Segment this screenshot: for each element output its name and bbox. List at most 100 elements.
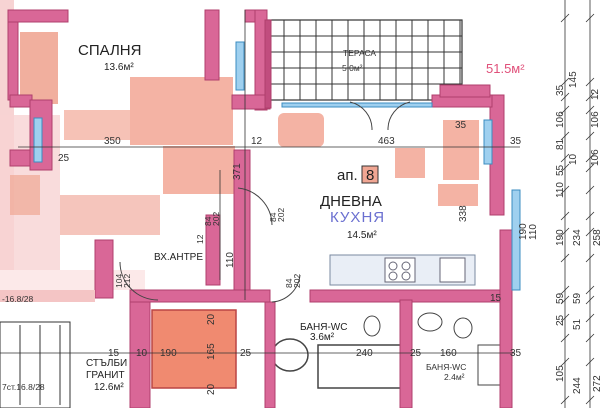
right-dim-106-b: 106 — [590, 111, 601, 128]
dim-35-right: 35 — [510, 136, 522, 147]
dimension-tick — [560, 153, 570, 163]
terrace-floor-grid — [267, 19, 463, 101]
dimension-tick — [560, 131, 570, 141]
dim-160: 160 — [440, 348, 457, 359]
right-dim-59-a: 59 — [555, 292, 566, 304]
dim-15: 15 — [490, 293, 502, 304]
dimension-tick — [560, 357, 570, 367]
bath-main-name: БАНЯ-WC — [300, 322, 347, 333]
neighbor-level-bottom: 7ст.16.8/28 — [2, 382, 45, 392]
door-84-c: 84 — [284, 278, 294, 288]
door-212: 212 — [122, 274, 132, 288]
door-12: 12 — [195, 234, 205, 244]
right-dim-105: 105 — [555, 365, 566, 382]
dimension-tick — [560, 253, 570, 263]
neighbor-level-top: -16.8/28 — [2, 294, 33, 304]
bedroom-furniture — [20, 32, 235, 194]
dim-10: 10 — [136, 348, 148, 359]
living-furniture — [278, 113, 479, 286]
kitchen-name: КУХНЯ — [330, 209, 385, 226]
terrace-area: 5.0м² — [342, 63, 363, 73]
right-dim-12: 12 — [590, 88, 601, 100]
dim-15-stairs: 15 — [108, 348, 120, 359]
dim-20-a: 20 — [206, 313, 217, 325]
right-dim-258: 258 — [592, 229, 603, 246]
dimension-tick — [560, 313, 570, 323]
right-dim-106-a: 106 — [555, 111, 566, 128]
bathroom-fixtures — [271, 312, 503, 389]
dimension-tick — [585, 395, 595, 405]
dim-110: 110 — [225, 252, 236, 268]
dimension-tick — [585, 295, 595, 305]
right-dim-10: 10 — [568, 153, 579, 165]
dimension-tick — [560, 227, 570, 237]
right-dimension-ticks — [560, 13, 595, 405]
dimension-tick — [560, 163, 570, 173]
dimension-tick — [585, 253, 595, 263]
neighbor-apartment-left — [0, 0, 160, 290]
right-dim-106-c: 106 — [590, 149, 601, 166]
dim-190: 190 — [160, 348, 177, 359]
walls — [0, 9, 513, 408]
bath-small-area: 2.4м² — [444, 372, 465, 382]
dim-338: 338 — [458, 205, 469, 222]
right-dim-51: 51 — [572, 318, 583, 330]
dimension-tick — [585, 92, 595, 102]
stairs-area: 12.6м² — [94, 382, 124, 393]
dimension-tick — [560, 105, 570, 115]
dim-20-b: 20 — [206, 383, 217, 395]
bedroom-area: 13.6м² — [104, 62, 134, 73]
door-84-b: 84 — [268, 212, 278, 222]
dim-35-bottom: 35 — [510, 348, 522, 359]
right-dim-35: 35 — [555, 84, 566, 96]
dimension-tick — [560, 92, 570, 102]
dimension-tick — [560, 77, 570, 87]
right-dim-145: 145 — [568, 71, 579, 88]
stairs-hatch — [0, 309, 237, 408]
terrace-name: ТЕРАСА — [343, 48, 376, 58]
dim-110-kitchen: 110 — [528, 224, 539, 240]
dim-165: 165 — [206, 343, 217, 360]
right-dim-110: 110 — [555, 182, 566, 198]
dimension-tick — [560, 395, 570, 405]
dim-350: 350 — [104, 136, 121, 147]
dimension-tick — [585, 211, 595, 221]
dim-25-left: 25 — [58, 153, 70, 164]
right-dim-25: 25 — [555, 314, 566, 326]
dim-371: 371 — [232, 163, 243, 180]
dimension-tick — [585, 333, 595, 343]
right-dim-272: 272 — [592, 375, 603, 392]
door-202-b: 202 — [276, 208, 286, 222]
dim-463: 463 — [378, 136, 395, 147]
dimension-tick — [560, 285, 570, 295]
bath-main-area: 3.6м² — [310, 332, 335, 343]
door-84-a: 84 — [203, 216, 213, 226]
right-dim-190: 190 — [555, 229, 566, 246]
door-104: 104 — [114, 274, 124, 288]
stairs-name: СТЪЛБИ — [86, 358, 127, 369]
dim-240: 240 — [356, 348, 373, 359]
dimension-tick — [585, 77, 595, 87]
living-area: 14.5м² — [347, 230, 377, 241]
dimension-tick — [585, 285, 595, 295]
dimension-tick — [560, 185, 570, 195]
dimension-tick — [585, 357, 595, 367]
dim-25-bath: 25 — [240, 348, 252, 359]
right-dim-234: 234 — [572, 229, 583, 246]
right-dim-81: 81 — [555, 138, 566, 150]
terrace-frame — [267, 19, 463, 101]
door-swings — [119, 101, 411, 303]
dimension-tick — [585, 105, 595, 115]
dimension-tick — [585, 185, 595, 195]
dimension-tick — [585, 227, 595, 237]
total-area: 51.5м² — [486, 61, 525, 76]
dim-12: 12 — [251, 136, 263, 147]
dimension-tick — [560, 211, 570, 221]
door-202-c: 202 — [292, 274, 302, 288]
dim-190-kitchen: 190 — [518, 223, 529, 240]
entrance-name: ВХ.АНТРЕ — [154, 252, 203, 263]
dimension-tick — [585, 153, 595, 163]
dim-35-kitchen: 35 — [455, 120, 467, 131]
dimension-tick — [560, 295, 570, 305]
